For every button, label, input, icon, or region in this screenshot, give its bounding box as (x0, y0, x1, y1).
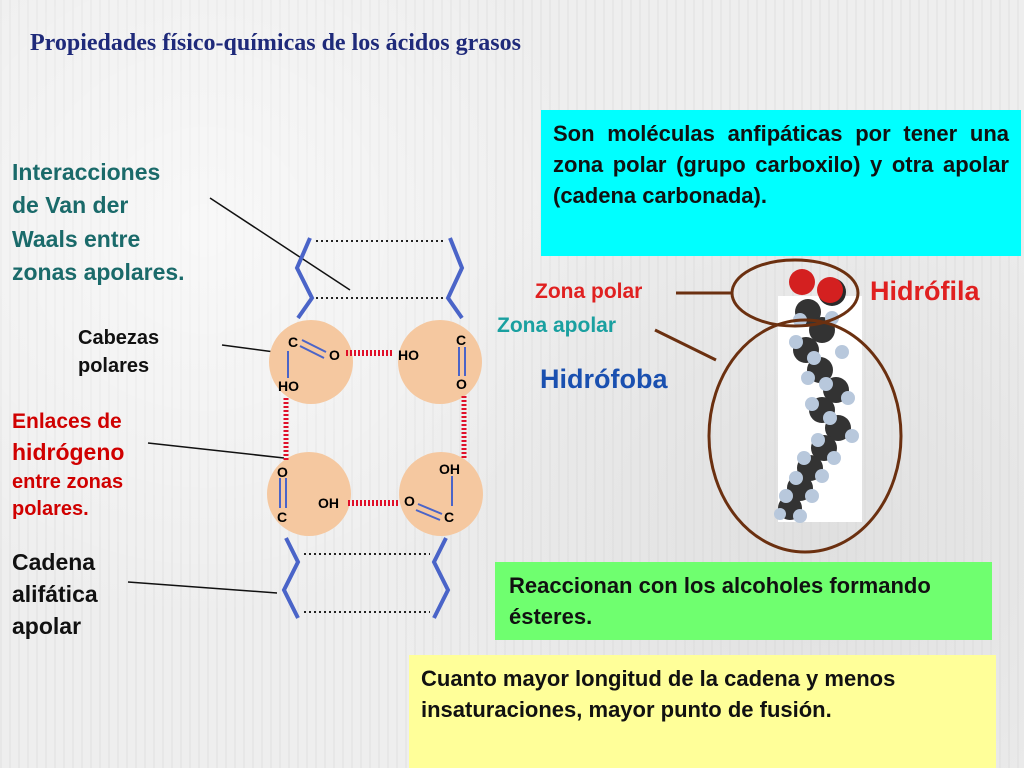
hydrophobic-label: Hidrófoba (540, 364, 668, 394)
leader-line-chain (127, 581, 278, 594)
bond-tl-c-o-a (301, 339, 327, 353)
bond-tl-c-o-b (299, 345, 325, 359)
upper-right-chain (445, 237, 465, 320)
lower-left-chain (281, 537, 301, 619)
space-filling-molecule-icon (774, 269, 859, 523)
apolar-zone-label: Zona apolar (497, 314, 617, 337)
esters-info-box: Reaccionan con los alcoholes formando és… (495, 562, 992, 640)
lower-right-chain (431, 537, 451, 619)
chain-line-2: alifática (12, 581, 98, 608)
hydrogen-bonds-line-1: Enlaces de (12, 410, 122, 433)
chain-line-1: Cadena (12, 549, 96, 575)
atom-c-top-left: C (288, 334, 298, 350)
polar-heads-line-2: polares (78, 355, 150, 377)
van-der-waals-line-3: Waals entre (12, 225, 141, 252)
hydrogen-bonds-line-2: hidrógeno (12, 438, 125, 465)
amphipathic-info-box: Son moléculas anfipáticas por tener una … (541, 110, 1021, 256)
van-der-waals-label: Interacciones de Van der Waals entre zon… (12, 156, 185, 289)
page-title: Propiedades físico-químicas de los ácido… (30, 30, 521, 56)
apolar-zone-leader (654, 328, 717, 362)
polar-heads-label: Cabezas polares (78, 324, 159, 380)
van-der-waals-line-4: zonas apolares. (12, 259, 185, 286)
atom-o-top-left: O (329, 347, 340, 363)
polar-head-top-right (398, 320, 482, 404)
atom-o-bottom-left: O (277, 464, 288, 480)
atom-ho-top-left: HO (278, 378, 299, 394)
polar-head-bottom-right (399, 452, 483, 536)
atom-o-bottom-right: O (404, 493, 415, 509)
atom-c-top-right: C (456, 332, 466, 348)
chain-line-3: apolar (12, 613, 82, 640)
chain-label: Cadena alifática apolar (12, 546, 98, 643)
atom-c-bottom-left: C (277, 509, 287, 525)
melting-point-info-box: Cuanto mayor longitud de la cadena y men… (409, 655, 996, 768)
hydrogen-bonds-line-3: entre zonas (12, 470, 124, 493)
leader-line-hydrogen-bonds (147, 442, 285, 459)
upper-left-chain (294, 237, 315, 320)
van-der-waals-line-2: de Van der (12, 192, 129, 219)
polar-head-top-left (269, 320, 353, 404)
atom-ho-top-right: HO (398, 347, 419, 363)
hydrophilic-label: Hidrófila (870, 276, 980, 306)
polar-zone-label: Zona polar (535, 280, 643, 303)
atom-o-top-right: O (456, 376, 467, 392)
van-der-waals-line-1: Interacciones (12, 159, 161, 185)
hydrogen-bonds-line-4: polares. (12, 498, 89, 521)
polar-heads-line-1: Cabezas (78, 327, 160, 349)
atom-oh-bottom-right: OH (439, 461, 460, 477)
polar-head-bottom-left (267, 452, 351, 536)
atom-oh-bottom-left: OH (318, 495, 339, 511)
bond-br-o-c-a (417, 503, 443, 515)
leader-line-van-der-waals (209, 197, 351, 291)
bond-br-o-c-b (415, 509, 441, 521)
hydrogen-bonds-label: Enlaces de hidrógeno entre zonas polares… (12, 408, 124, 524)
hydrophobic-ellipse (707, 318, 903, 554)
atom-c-bottom-right: C (444, 509, 454, 525)
